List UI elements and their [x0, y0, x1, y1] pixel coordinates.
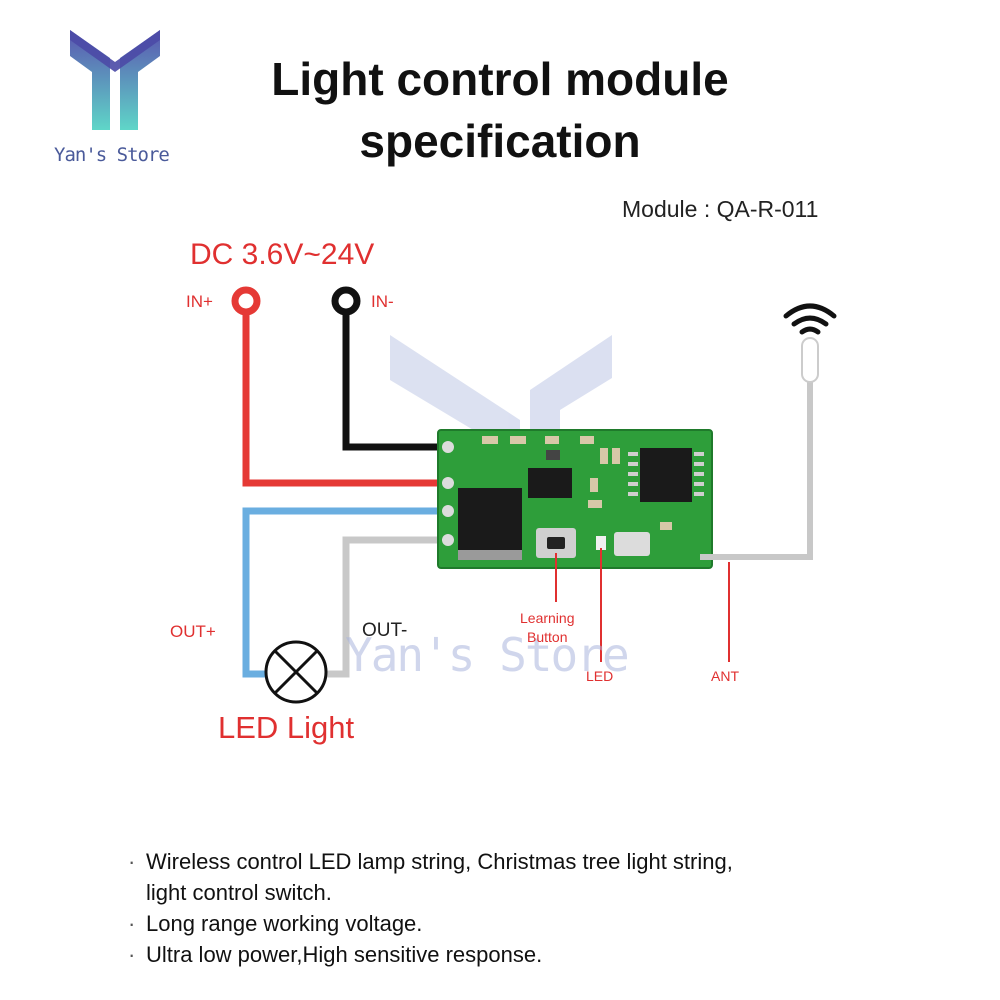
bullet-marker: · [128, 942, 136, 967]
pin-label-in-plus: IN+ [186, 292, 213, 311]
watermark-text: Yan's Store [345, 628, 630, 682]
feature-text: Long range working voltage. [146, 911, 423, 936]
wire-in-plus [231, 286, 450, 487]
pin-label-out-minus: OUT- [362, 620, 408, 641]
title-line-2: specification [359, 115, 641, 167]
wifi-signal-icon [783, 303, 837, 335]
yans-store-y-logo-icon [70, 30, 160, 130]
ant-callout: ANT [711, 668, 739, 684]
bullet-marker: · [128, 911, 136, 936]
title-line-1: Light control module [271, 53, 729, 105]
pin-label-in-minus: IN- [371, 292, 394, 311]
learning-callout-line-1: Learning [520, 610, 575, 626]
pin-label-out-plus: OUT+ [170, 622, 216, 641]
bullet-marker: · [128, 849, 136, 874]
lamp-symbol-icon [264, 640, 328, 704]
callout-lines [555, 548, 730, 662]
feature-text-line-2: light control switch. [146, 880, 332, 905]
voltage-label: DC 3.6V~24V [190, 238, 375, 271]
feature-list: · Wireless control LED lamp string, Chri… [128, 846, 733, 970]
learning-callout-line-2: Button [527, 629, 568, 645]
feature-text: Ultra low power,High sensitive response. [146, 942, 543, 967]
module-label: Module : QA-R-011 [622, 196, 819, 222]
feature-text-line-1: Wireless control LED lamp string, Christ… [146, 849, 733, 874]
logo-text: Yan's Store [54, 144, 170, 166]
feature-item: · Wireless control LED lamp string, Chri… [128, 846, 733, 908]
wire-in-minus [331, 286, 450, 451]
pcb-module-icon [437, 429, 713, 569]
learning-button-callout: Learning Button [520, 609, 575, 647]
feature-item: · Long range working voltage. [128, 908, 733, 939]
load-label: LED Light [218, 710, 355, 745]
wire-out-minus [322, 536, 450, 678]
feature-item: · Ultra low power,High sensitive respons… [128, 939, 733, 970]
led-callout: LED [586, 668, 614, 684]
wire-out-plus [242, 507, 450, 678]
antenna-wire [700, 337, 819, 560]
page-title: Light control module specification [0, 48, 1000, 172]
